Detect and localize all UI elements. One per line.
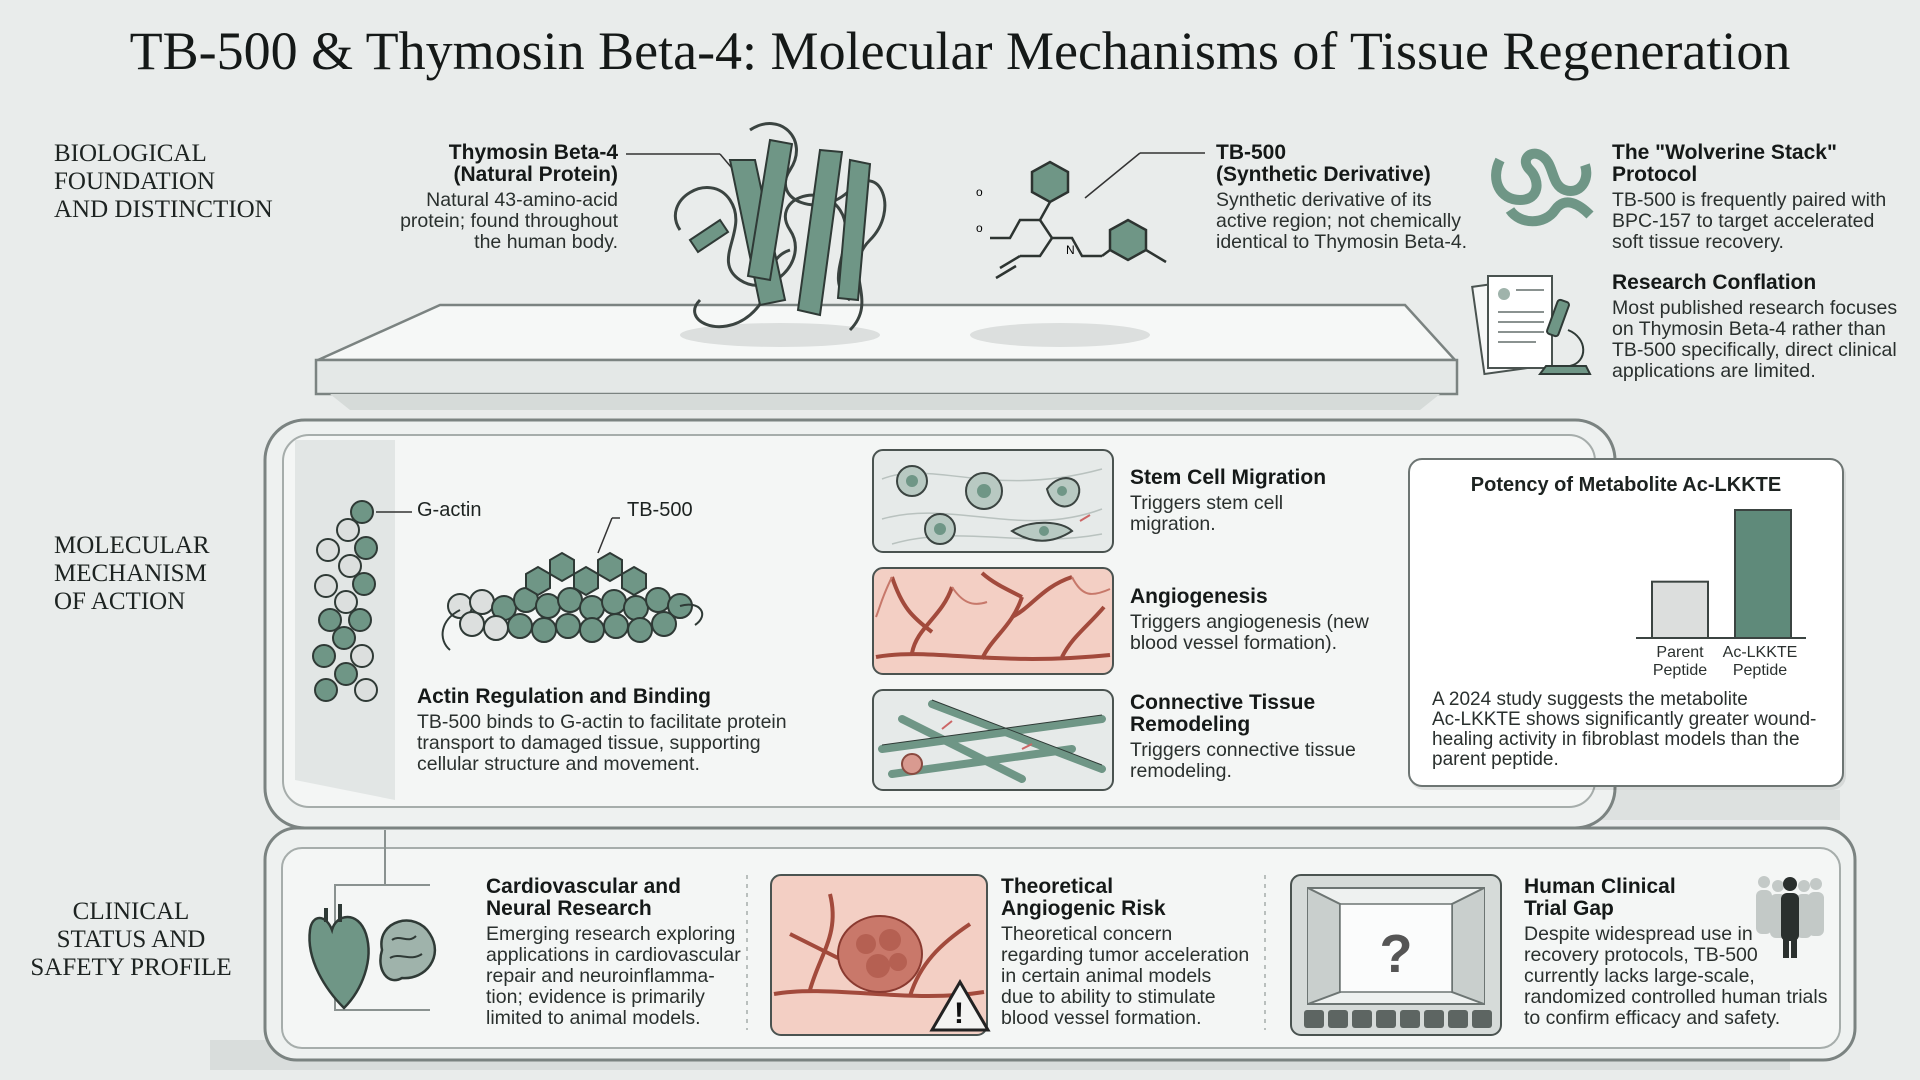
gactin-label: G-actin: [417, 499, 482, 521]
foundation-plate: [314, 358, 1459, 396]
stem-heading: Stem Cell Migration: [1130, 466, 1327, 489]
bar-ac-lkkte-peptide: [1734, 509, 1792, 639]
actin-heading: Actin Regulation and Binding: [417, 685, 711, 708]
wolverine-heading: The "Wolverine Stack" Protocol: [1612, 141, 1837, 186]
connective-tissue-image: [872, 689, 1114, 791]
heart-brain-icon: [308, 904, 437, 1010]
actin-binding-illustration: [312, 500, 704, 702]
wolverine-block: The "Wolverine Stack" Protocol TB-500 is…: [1612, 142, 1912, 253]
tb4-block: Thymosin Beta-4(Natural Protein) Natural…: [360, 142, 618, 253]
peptide-chain-icon: [1491, 148, 1594, 227]
tb500-binding-label: TB-500: [627, 499, 693, 521]
svg-text:o: o: [976, 221, 983, 235]
bar-parent-peptide: [1651, 580, 1709, 639]
actin-block: Actin Regulation and Binding TB-500 bind…: [417, 686, 817, 775]
tb500-block: TB-500(Synthetic Derivative) Synthetic d…: [1216, 142, 1476, 253]
tb500-leader-line: [1084, 152, 1205, 199]
people-silhouette-icon: [1756, 876, 1824, 958]
conflation-block: Research Conflation Most published resea…: [1612, 272, 1912, 382]
tb4-heading: Thymosin Beta-4(Natural Protein): [448, 141, 618, 186]
angio-heading: Angiogenesis: [1130, 585, 1268, 608]
tb500-molecule-icon: o o N: [976, 160, 1167, 280]
tb4-protein-icon: [626, 122, 887, 332]
research-document-icon: [1471, 275, 1592, 376]
chart-title: Potency of Metabolite Ac-LKKTE: [1470, 474, 1782, 496]
question-mark-icon: ?: [1380, 924, 1413, 984]
conflation-heading: Research Conflation: [1612, 271, 1817, 294]
stem-cell-image: [872, 449, 1114, 553]
svg-text:!: !: [954, 997, 964, 1030]
empty-trial-room-image: ?: [1290, 874, 1502, 1036]
tb500-heading: TB-500(Synthetic Derivative): [1216, 141, 1431, 186]
svg-text:o: o: [976, 185, 983, 199]
angiogenesis-image: [872, 567, 1114, 675]
potency-chart: [1636, 509, 1806, 639]
tumor-risk-image: !: [770, 874, 991, 1036]
svg-text:N: N: [1066, 243, 1075, 257]
actin-text: TB-500 binds to G-actin to facilitate pr…: [417, 711, 787, 775]
page-title: TB-500 & Thymosin Beta-4: Molecular Mech…: [129, 21, 1791, 81]
